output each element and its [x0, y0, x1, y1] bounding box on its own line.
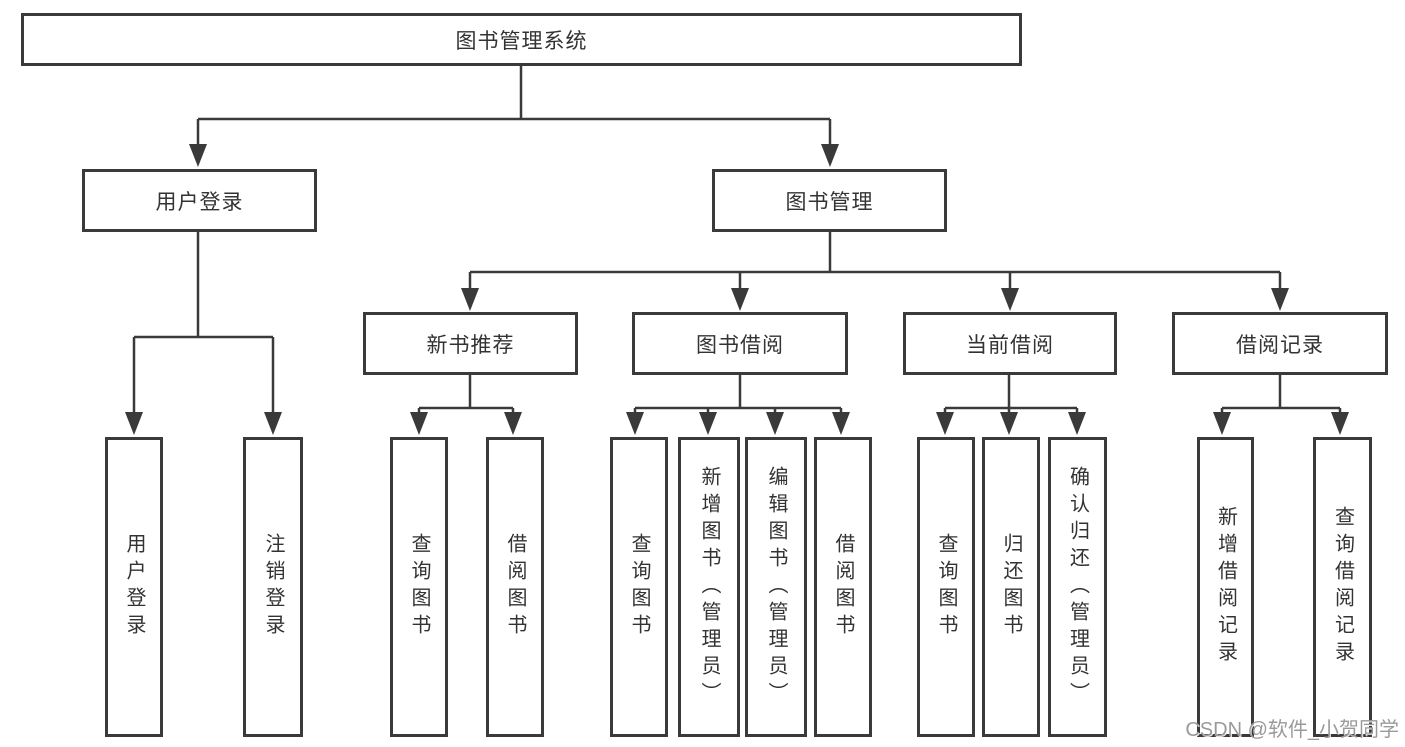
node-label: 归还图书 — [1000, 533, 1022, 641]
node-user-login: 用户登录 — [82, 169, 317, 232]
node-label: 用户登录 — [123, 533, 145, 641]
leaf-query-borrowing-record: 查询借阅记录 — [1313, 437, 1372, 737]
leaf-user-login: 用户登录 — [105, 437, 163, 737]
node-label: 查询图书 — [408, 533, 430, 641]
leaf-return-books: 归还图书 — [982, 437, 1040, 737]
leaf-borrow-books-borrowing: 借阅图书 — [814, 437, 872, 737]
node-label: 借阅图书 — [832, 533, 854, 641]
leaf-borrow-books-recommend: 借阅图书 — [486, 437, 544, 737]
leaf-add-books-admin: 新增图书（管理员） — [678, 437, 740, 737]
node-label: 新增图书（管理员） — [698, 465, 720, 709]
node-book-borrowing: 图书借阅 — [632, 312, 848, 375]
leaf-confirm-return-admin: 确认归还（管理员） — [1048, 437, 1107, 737]
node-label: 查询图书 — [628, 533, 650, 641]
node-label: 图书管理 — [785, 190, 874, 214]
node-label: 图书管理系统 — [455, 29, 588, 53]
leaf-query-books-current: 查询图书 — [917, 437, 975, 737]
node-label: 编辑图书（管理员） — [765, 465, 787, 709]
node-label: 注销登录 — [262, 533, 284, 641]
node-label: 借阅记录 — [1236, 333, 1324, 357]
node-label: 当前借阅 — [966, 333, 1054, 357]
node-label: 查询借阅记录 — [1331, 506, 1354, 668]
node-new-book-recommendation: 新书推荐 — [363, 312, 578, 375]
node-current-borrowing: 当前借阅 — [903, 312, 1117, 375]
leaf-query-books-recommend: 查询图书 — [390, 437, 448, 737]
node-book-management: 图书管理 — [712, 169, 947, 232]
node-label: 借阅图书 — [504, 533, 526, 641]
leaf-add-borrowing-record: 新增借阅记录 — [1197, 437, 1254, 737]
node-label: 查询图书 — [935, 533, 957, 641]
node-label: 确认归还（管理员） — [1066, 465, 1089, 709]
node-label: 新增借阅记录 — [1214, 506, 1237, 668]
node-library-management-system: 图书管理系统 — [21, 13, 1022, 66]
node-label: 图书借阅 — [696, 333, 784, 357]
node-label: 用户登录 — [155, 190, 244, 214]
node-label: 新书推荐 — [426, 333, 515, 357]
leaf-query-books-borrowing: 查询图书 — [610, 437, 668, 737]
leaf-edit-books-admin: 编辑图书（管理员） — [745, 437, 807, 737]
node-borrowing-records: 借阅记录 — [1172, 312, 1388, 375]
csdn-watermark: CSDN @软件_小贺同学 — [1185, 719, 1399, 741]
leaf-logout: 注销登录 — [243, 437, 303, 737]
